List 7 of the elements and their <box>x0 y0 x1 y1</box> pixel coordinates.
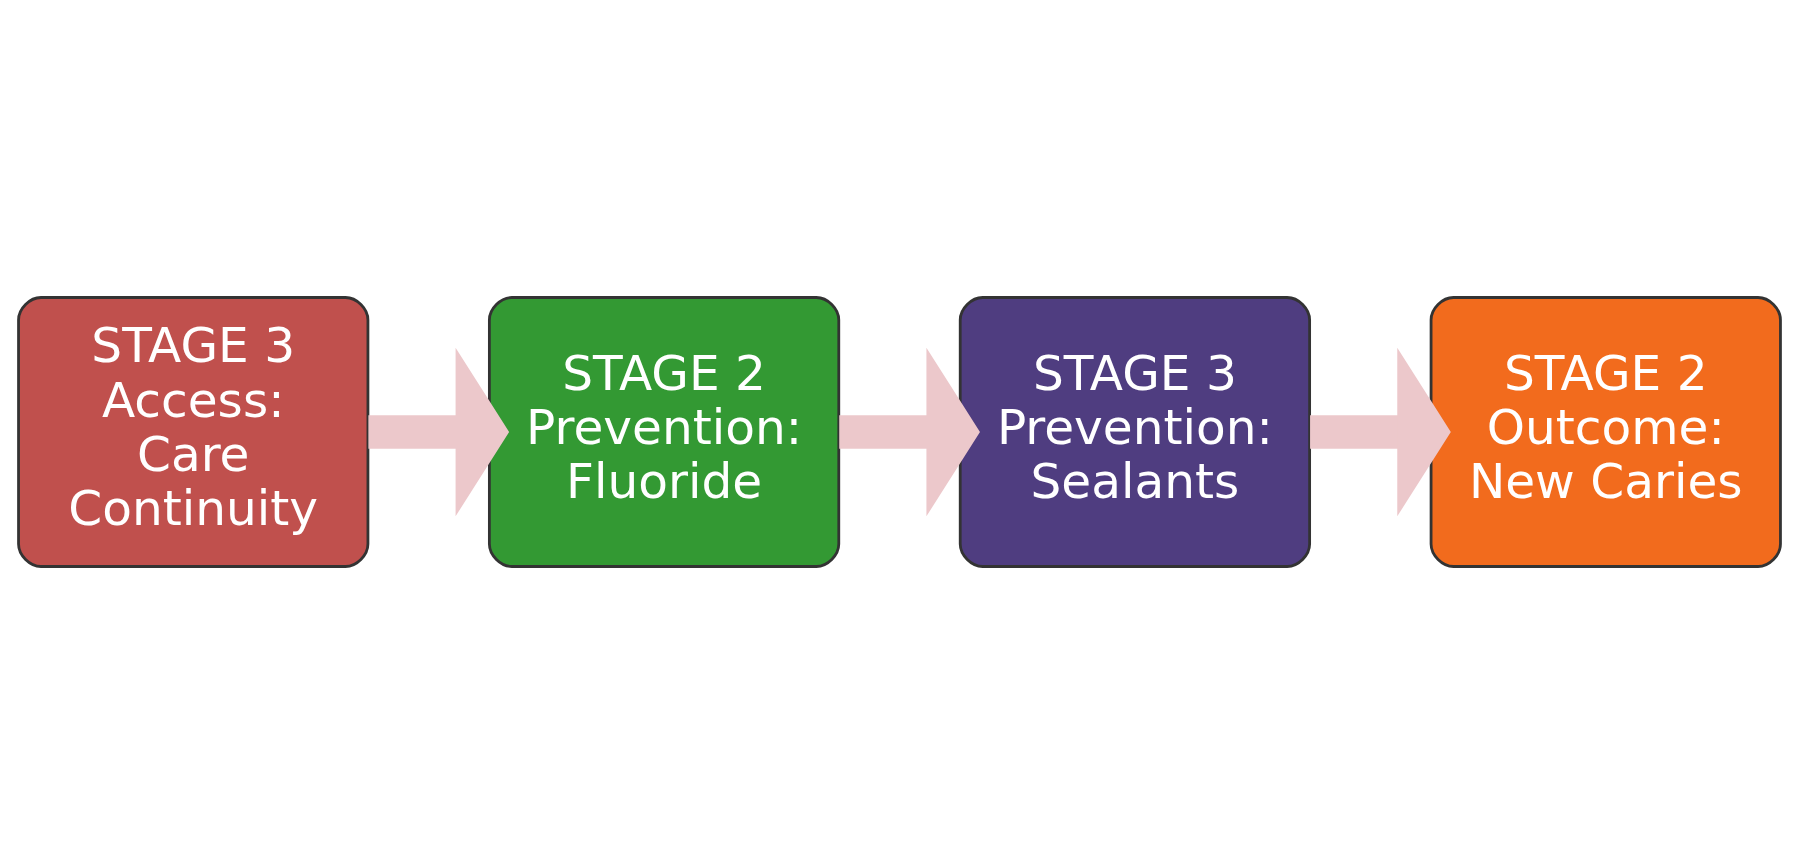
node-box: STAGE 2 Outcome: New Caries <box>1429 295 1782 568</box>
node-box: STAGE 3 Access: Care Continuity <box>17 295 370 568</box>
arrow <box>368 347 510 516</box>
arrow <box>839 347 980 516</box>
node-box: STAGE 3 Prevention: Sealants <box>958 295 1311 568</box>
arrow <box>1310 347 1451 516</box>
node-box: STAGE 2 Prevention: Fluoride <box>488 295 841 568</box>
